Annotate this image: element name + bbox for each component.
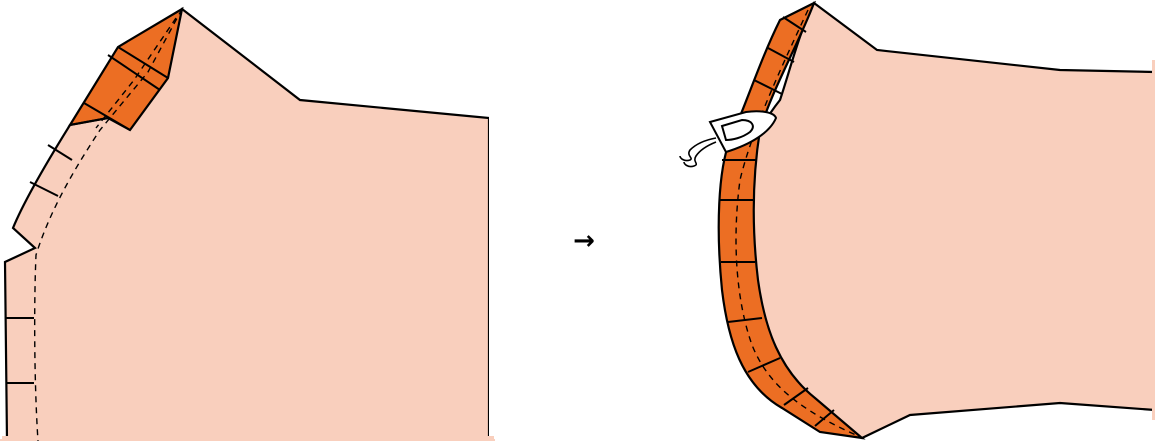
tape-fold-line [117,46,169,79]
fabric-piece-left [3,7,491,441]
tape-stitch-line [95,17,177,129]
tape-fold-line [83,102,131,131]
step-after-panel [679,0,1155,440]
iron-icon [679,110,778,168]
edge-tick [29,181,59,197]
edge-tick [47,144,73,161]
tape-fold-line [107,54,161,91]
arrow-indicator: → [573,226,595,256]
stitch-line-left [33,8,183,441]
fabric-piece-right [727,1,1155,440]
step-before-panel [0,6,495,441]
tape-fold-line [69,117,109,126]
tape-stitch-line-right [735,9,859,437]
